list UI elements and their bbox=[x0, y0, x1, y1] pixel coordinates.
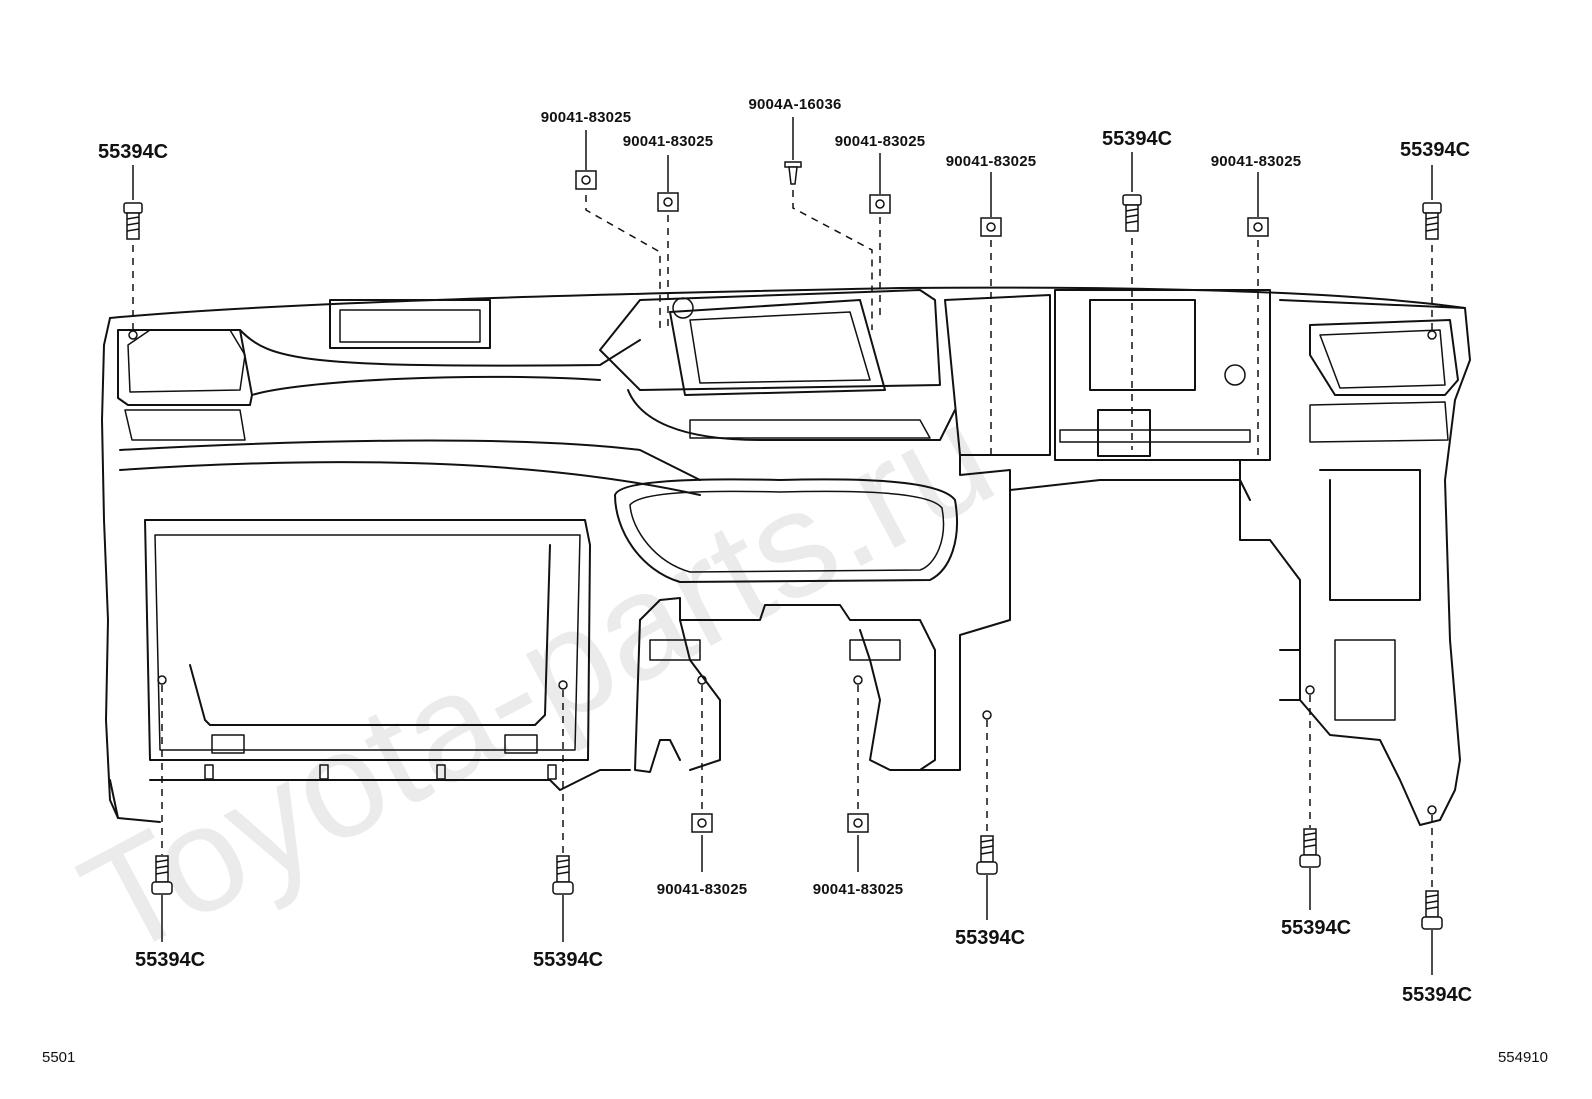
nut-90041-83025-5 bbox=[1247, 172, 1269, 460]
nut-90041-83025-bottom-2 bbox=[847, 675, 869, 872]
bolt-55394c-bottom-1 bbox=[151, 675, 173, 942]
label-55394c-bottom-5: 55394C bbox=[1402, 984, 1472, 1006]
label-55394c-top-center: 55394C bbox=[1102, 128, 1172, 150]
page-code-left: 5501 bbox=[42, 1049, 75, 1066]
label-90041-83025-b: 90041-83025 bbox=[623, 133, 714, 150]
label-90041-83025-d: 90041-83025 bbox=[946, 153, 1037, 170]
nut-90041-83025-4 bbox=[980, 172, 1002, 460]
label-55394c-bottom-3: 55394C bbox=[955, 927, 1025, 949]
bolt-55394c-bottom-3 bbox=[976, 710, 998, 920]
label-9004a-16036: 9004A-16036 bbox=[748, 96, 841, 113]
label-90041-83025-a: 90041-83025 bbox=[541, 109, 632, 126]
label-55394c-bottom-1: 55394C bbox=[135, 949, 205, 971]
bolt-55394c-bottom-5 bbox=[1421, 805, 1443, 975]
page-code-right: 554910 bbox=[1498, 1049, 1548, 1066]
label-90041-83025-bottom-2: 90041-83025 bbox=[813, 881, 904, 898]
bolt-55394c-top-right bbox=[1422, 165, 1442, 340]
label-55394c-bottom-2: 55394C bbox=[533, 949, 603, 971]
nut-90041-83025-bottom-1 bbox=[691, 675, 713, 872]
label-90041-83025-c: 90041-83025 bbox=[835, 133, 926, 150]
label-90041-83025-e: 90041-83025 bbox=[1211, 153, 1302, 170]
label-55394c-bottom-4: 55394C bbox=[1281, 917, 1351, 939]
nut-90041-83025-1 bbox=[575, 130, 661, 330]
bolt-55394c-bottom-2 bbox=[552, 680, 574, 942]
label-55394c-top-left: 55394C bbox=[98, 141, 168, 163]
bolt-55394c-bottom-4 bbox=[1299, 685, 1321, 910]
nut-90041-83025-3 bbox=[869, 153, 891, 320]
nut-90041-83025-2 bbox=[657, 155, 679, 330]
bolt-55394c-top-center bbox=[1122, 152, 1142, 450]
bolt-55394c-top-left bbox=[123, 165, 143, 340]
label-55394c-top-right: 55394C bbox=[1400, 139, 1470, 161]
label-90041-83025-bottom-1: 90041-83025 bbox=[657, 881, 748, 898]
clip-9004a-16036 bbox=[784, 117, 873, 330]
